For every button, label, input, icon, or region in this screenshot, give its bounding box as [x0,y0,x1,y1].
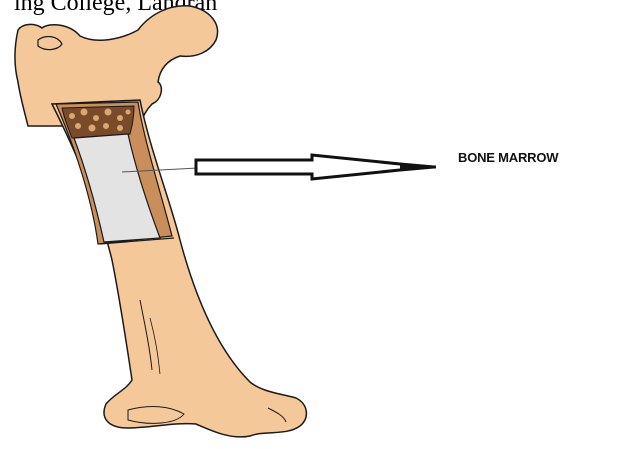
bone-marrow-label: BONE MARROW [458,150,558,165]
callout-arrow [196,155,434,179]
spongy-bone [62,106,134,138]
